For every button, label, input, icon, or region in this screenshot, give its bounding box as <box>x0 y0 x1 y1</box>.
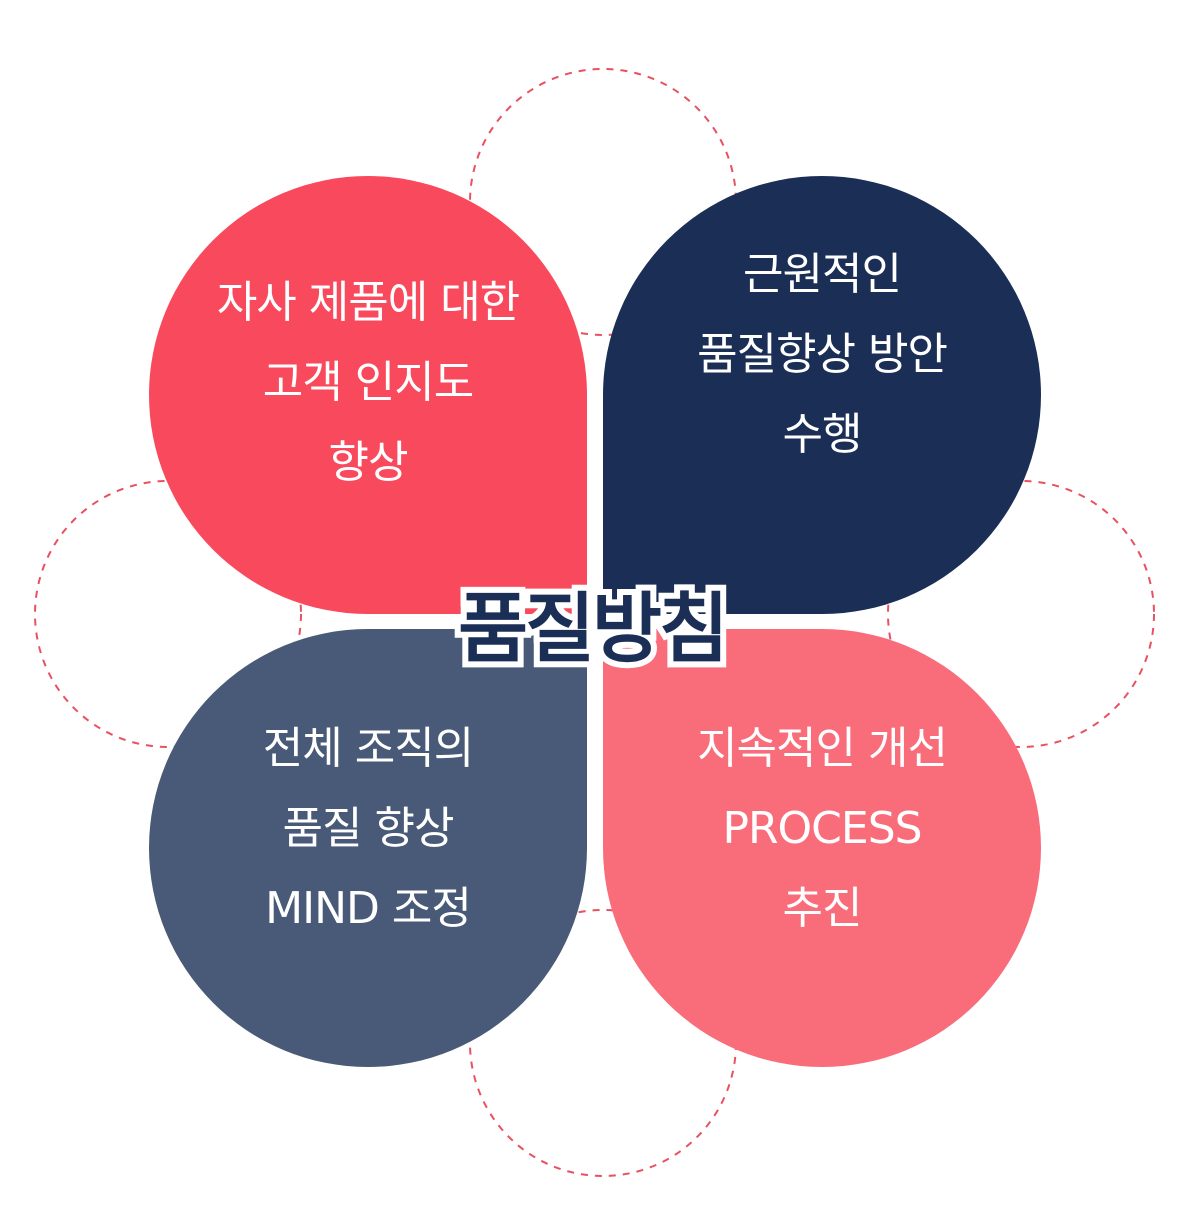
center-title: 품질방침 <box>452 578 735 679</box>
petal-fundamental-quality: 근원적인 품질향상 방안 수행 <box>603 176 1041 614</box>
petal-organization-mind: 전체 조직의 품질 향상 MIND 조정 <box>149 629 587 1067</box>
petal-text-line: 향상 <box>328 437 409 488</box>
petal-text-line: 전체 조직의 <box>262 723 474 774</box>
petal-text-line: PROCESS <box>722 803 922 854</box>
petal-text-line: MIND 조정 <box>265 883 472 934</box>
petal-customer-awareness: 자사 제품에 대한 고객 인지도 향상 <box>149 176 587 614</box>
dashed-circle-left <box>34 480 302 748</box>
petal-text-line: 지속적인 개선 <box>697 723 948 774</box>
petal-text-line: 근원적인 <box>743 249 902 300</box>
petal-text-line: 고객 인지도 <box>262 357 474 408</box>
petal-text-line: 자사 제품에 대한 <box>216 277 520 328</box>
dashed-circle-right <box>887 480 1155 748</box>
petal-text-line: 추진 <box>782 883 863 934</box>
petal-text-line: 수행 <box>782 409 863 460</box>
petal-continuous-improvement: 지속적인 개선 PROCESS 추진 <box>603 629 1041 1067</box>
petal-text-line: 품질향상 방안 <box>697 329 948 380</box>
petal-text-line: 품질 향상 <box>282 803 455 854</box>
